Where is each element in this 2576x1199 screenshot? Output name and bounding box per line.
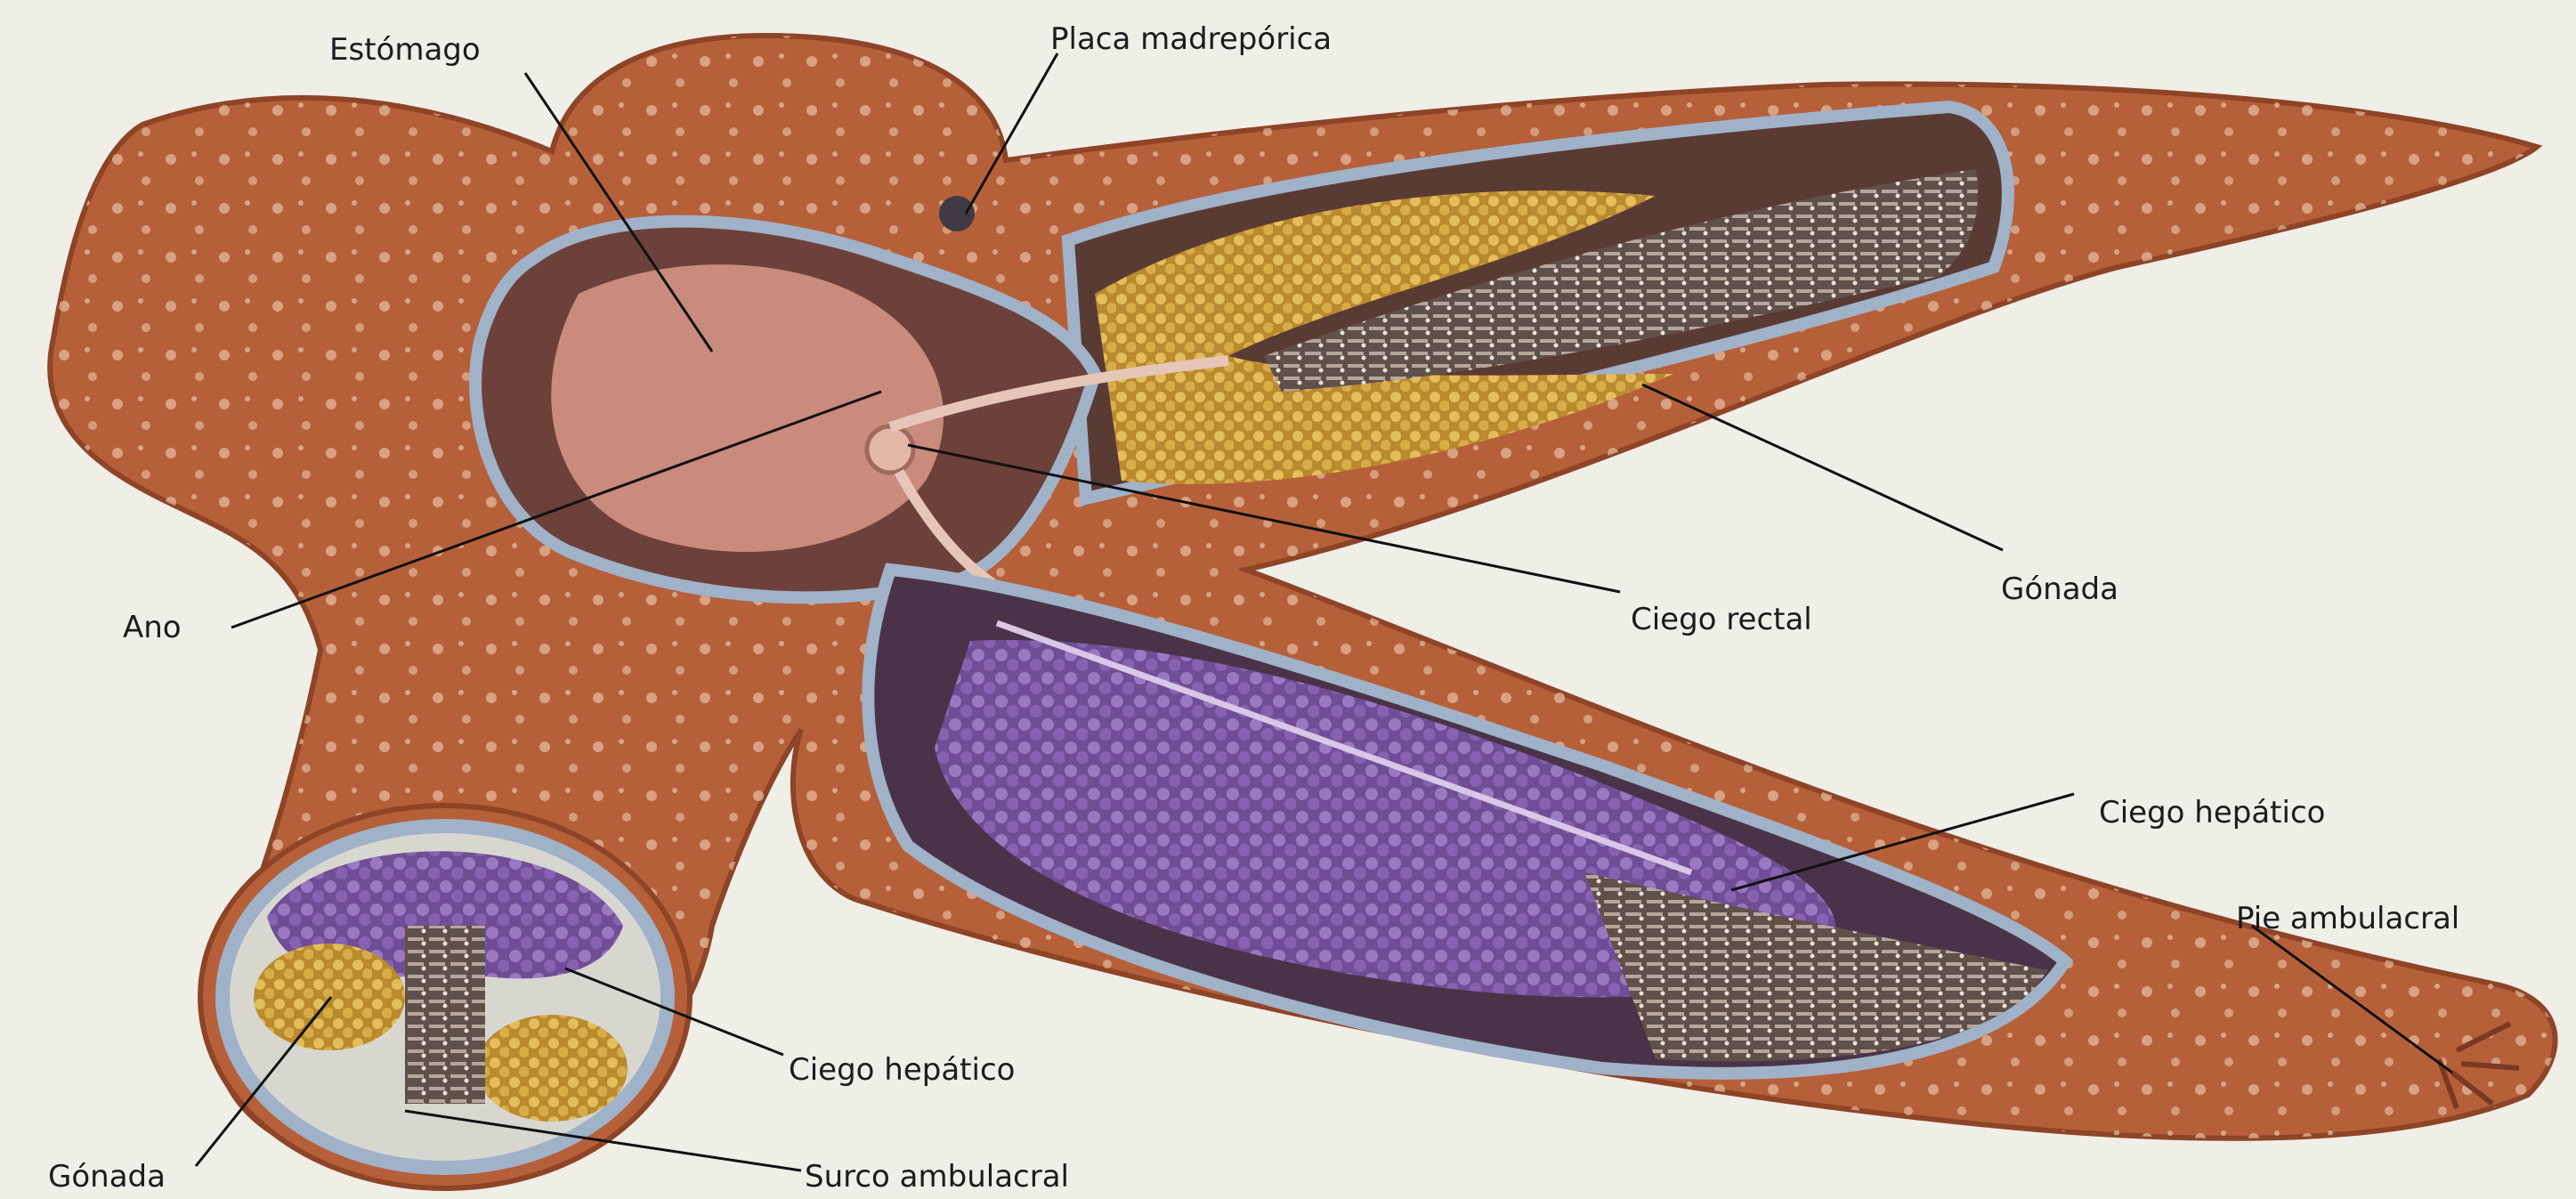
arm-cross-section — [200, 806, 690, 1188]
label-pie-ambulacral: Pie ambulacral — [2236, 901, 2459, 936]
label-ano: Ano — [123, 610, 182, 645]
label-gonada-main: Gónada — [2001, 571, 2118, 607]
label-placa-madreporica: Placa madrepórica — [1050, 21, 1332, 57]
section-ambulacral-groove — [405, 926, 485, 1104]
label-ciego-hepatico-section: Ciego hepático — [789, 1052, 1015, 1088]
rectal-caecum — [867, 426, 913, 473]
label-estomago: Estómago — [329, 32, 481, 68]
madreporic-plate — [939, 196, 975, 231]
label-surco-ambulacral: Surco ambulacral — [805, 1159, 1069, 1195]
label-ciego-hepatico-main: Ciego hepático — [2099, 795, 2325, 830]
leader-gonada-main — [1642, 385, 2003, 550]
label-gonada-section: Gónada — [48, 1159, 166, 1195]
section-gonad-right — [476, 1015, 628, 1122]
label-ciego-rectal: Ciego rectal — [1631, 602, 1812, 637]
section-gonad-left — [254, 944, 405, 1050]
